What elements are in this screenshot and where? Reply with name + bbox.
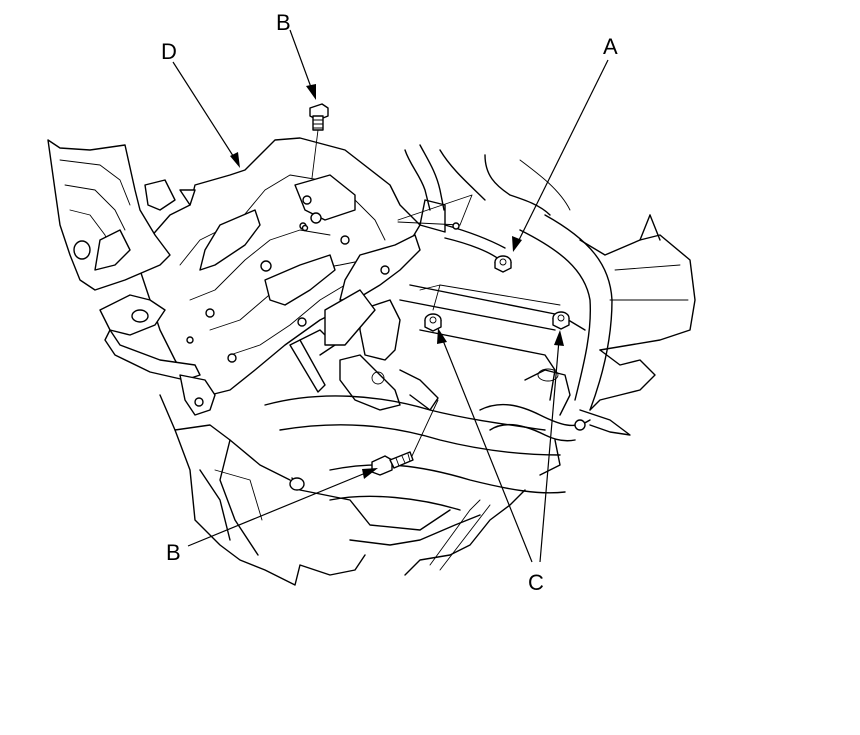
callout-label-a: A: [603, 34, 618, 59]
engine-bay-background: [159, 144, 696, 586]
bolt-b-top: [309, 103, 329, 179]
nut-c-right: [552, 311, 570, 330]
callout-label-b-top: B: [276, 10, 291, 35]
stud-guide-lines: [301, 194, 561, 311]
bracket-d: [47, 137, 421, 416]
callout-label-b-bottom: B: [166, 540, 181, 565]
bolt-b-bottom: [371, 399, 439, 476]
callout-label-c: C: [528, 570, 544, 595]
callout-leaders: [172, 29, 609, 563]
nut-c-left: [424, 313, 442, 332]
nut-a: [494, 255, 512, 273]
callout-label-d: D: [161, 39, 177, 64]
